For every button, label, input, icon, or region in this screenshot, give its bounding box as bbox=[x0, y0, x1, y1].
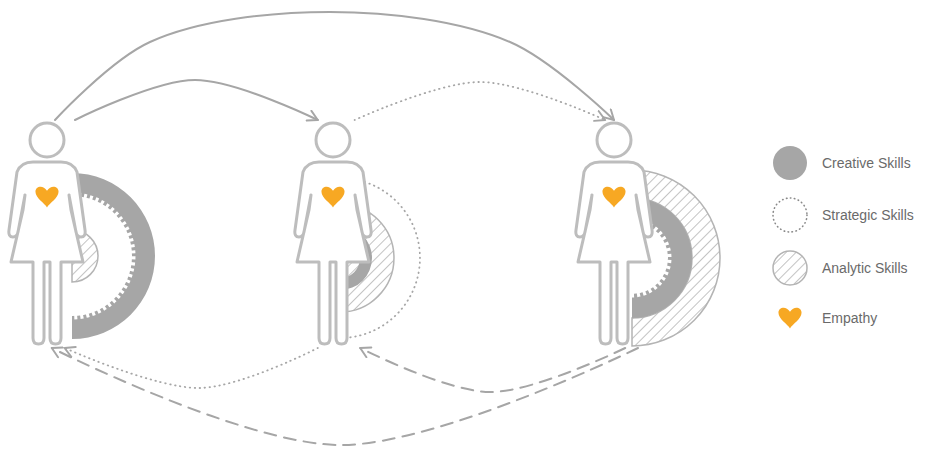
person-figure bbox=[293, 120, 373, 348]
flow-arrow bbox=[65, 348, 318, 388]
flow-arrow bbox=[52, 348, 638, 445]
legend-swatch bbox=[770, 195, 810, 235]
figure-body bbox=[9, 162, 85, 344]
flow-arrow bbox=[75, 80, 318, 120]
legend-swatch bbox=[770, 248, 810, 288]
flow-arrow bbox=[360, 348, 625, 392]
legend-entry: Empathy bbox=[770, 298, 877, 338]
figure-outline bbox=[7, 120, 87, 348]
flow-arrow bbox=[355, 82, 606, 120]
hatched-circle-swatch bbox=[773, 251, 807, 285]
color-swatch bbox=[773, 146, 807, 180]
connector-group bbox=[52, 12, 638, 445]
legend-label: Empathy bbox=[822, 310, 877, 326]
figure-body bbox=[295, 162, 371, 344]
legend-label: Analytic Skills bbox=[822, 260, 908, 276]
legend-label: Creative Skills bbox=[822, 155, 911, 171]
legend-entry: Strategic Skills bbox=[770, 195, 914, 235]
creative-ring bbox=[72, 173, 155, 339]
legend-swatch bbox=[770, 143, 810, 183]
empathy-heart bbox=[35, 187, 58, 208]
figure-outline bbox=[574, 120, 654, 348]
legend-entry: Analytic Skills bbox=[770, 248, 908, 288]
legend-swatch bbox=[770, 298, 810, 338]
figure-head bbox=[597, 123, 631, 157]
figure-head bbox=[30, 123, 64, 157]
flow-arrow bbox=[55, 12, 614, 120]
empathy-heart bbox=[602, 187, 625, 208]
heart-swatch bbox=[778, 308, 801, 329]
person-figure bbox=[7, 120, 87, 348]
figure-outline bbox=[293, 120, 373, 348]
legend-label: Strategic Skills bbox=[822, 207, 914, 223]
figure-head bbox=[316, 123, 350, 157]
dotted-circle-swatch bbox=[773, 198, 807, 232]
legend-entry: Creative Skills bbox=[770, 143, 911, 183]
figure-body bbox=[576, 162, 652, 344]
empathy-heart bbox=[321, 187, 344, 208]
person-figure bbox=[574, 120, 654, 348]
